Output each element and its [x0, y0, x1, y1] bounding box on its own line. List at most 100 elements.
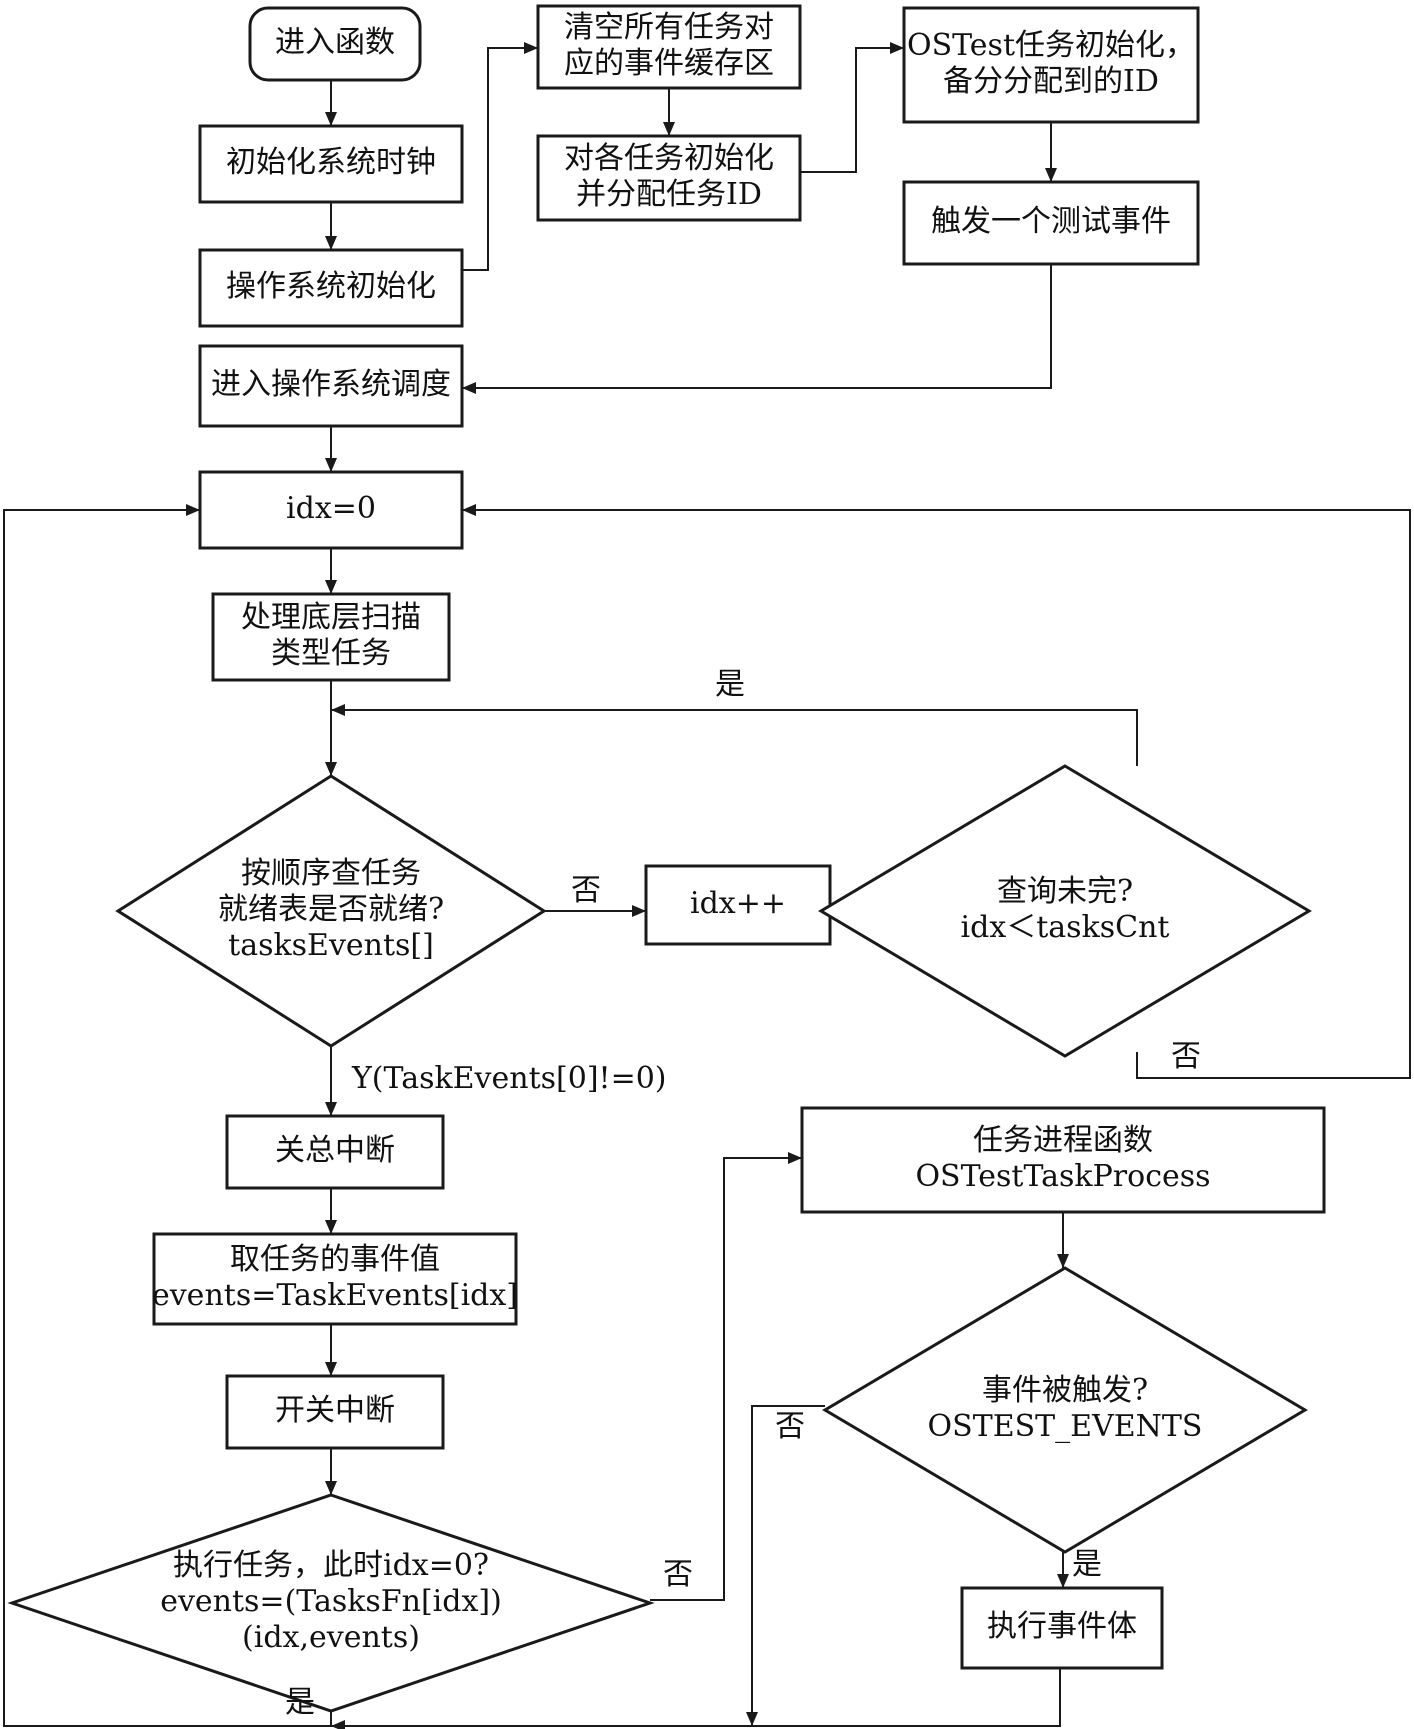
node-exec-task: 执行任务，此时idx=0?events=(TasksFn[idx])(idx,e… [7, 1493, 655, 1713]
process-box [536, 4, 802, 90]
terminal-box [248, 6, 422, 82]
edge-scan-to-check-arrowhead [325, 762, 337, 776]
node-label: 事件被触发? [982, 1373, 1148, 1408]
node-label: idx++ [690, 886, 786, 921]
node-label: tasksEvents[] [228, 928, 434, 963]
edge-idx-to-scan-arrowhead [325, 580, 337, 594]
edge-label-no-query: 否 [1171, 1039, 1201, 1074]
node-label: 清空所有任务对 [564, 10, 774, 45]
node-label: OSTest任务初始化， [907, 28, 1195, 63]
decision-diamond [818, 764, 1312, 1058]
edge-exec-no-to-process-arrowhead [788, 1152, 802, 1164]
process-box [902, 180, 1200, 266]
node-label: 进入操作系统调度 [211, 367, 451, 402]
edge-enable-to-exec-arrowhead [325, 1481, 337, 1495]
process-box [800, 1106, 1326, 1214]
node-label: idx=0 [286, 491, 376, 526]
node-query-done: 查询未完?idx＜tasksCnt [818, 764, 1312, 1058]
edge-label-yes-exec: 是 [285, 1685, 315, 1720]
edge-check-no-to-inc-arrowhead [632, 905, 646, 917]
edge-sched-to-idx-arrowhead [325, 458, 337, 472]
node-label: events=(TasksFn[idx]) [160, 1584, 502, 1619]
process-box [198, 248, 464, 328]
edge-event-no-to-bottom-arrowhead [746, 1712, 758, 1726]
node-label: 任务进程函数 [973, 1123, 1153, 1158]
node-enter-func: 进入函数 [248, 6, 422, 82]
edge-label-yes-loop: 是 [715, 667, 745, 702]
process-box [211, 592, 451, 682]
node-label: 就绪表是否就绪? [218, 892, 444, 927]
process-box [902, 6, 1200, 124]
edge-osinit-to-clear-arrowhead [524, 42, 538, 54]
node-label: events=TaskEvents[idx] [152, 1278, 518, 1313]
edge-bottom-loop-back-arrowhead [186, 504, 200, 516]
edge-query-yes-loop [331, 709, 1138, 766]
edge-label-no-exec: 否 [663, 1557, 693, 1592]
edge-label-no-event: 否 [775, 1409, 805, 1444]
node-label: 关总中断 [275, 1133, 395, 1168]
node-enter-sched: 进入操作系统调度 [198, 344, 464, 428]
node-label: 备分分配到的ID [943, 64, 1159, 99]
node-label: OSTestTaskProcess [915, 1159, 1210, 1194]
process-box [225, 1114, 445, 1190]
process-box [198, 470, 464, 550]
node-disable-int: 关总中断 [225, 1114, 445, 1190]
edge-query-no-loop-arrowhead [462, 504, 476, 516]
node-label: 触发一个测试事件 [931, 204, 1171, 239]
edge-get-to-enable-arrowhead [325, 1362, 337, 1376]
edge-event-yes-to-body-arrowhead [1057, 1574, 1069, 1588]
node-idx-zero: idx=0 [198, 470, 464, 550]
edge-ostest-to-trigger-arrowhead [1045, 168, 1057, 182]
process-box [960, 1586, 1164, 1670]
edge-query-yes-loop-arrowhead [331, 704, 345, 716]
process-box [198, 124, 464, 204]
node-label: 执行事件体 [987, 1609, 1137, 1644]
process-box [198, 344, 464, 428]
decision-diamond [822, 1266, 1308, 1554]
edge-body-to-bottom-arrowhead [331, 1720, 345, 1729]
edge-process-to-event-arrowhead [1057, 1254, 1069, 1268]
edge-inittasks-to-ostest-arrowhead [890, 42, 904, 54]
edge-exec-no-to-process [650, 1157, 802, 1601]
node-label: 操作系统初始化 [226, 269, 436, 304]
edge-check-yes-to-disable-arrowhead [325, 1102, 337, 1116]
process-box [644, 864, 832, 946]
process-box [225, 1374, 445, 1450]
edge-trigger-to-sched-arrowhead [462, 382, 476, 394]
node-event-triggered: 事件被触发?OSTEST_EVENTS [822, 1266, 1308, 1554]
edge-osinit-to-clear [462, 47, 538, 271]
node-os-init: 操作系统初始化 [198, 248, 464, 328]
edge-disable-to-get-arrowhead [325, 1220, 337, 1234]
process-box [536, 134, 802, 222]
node-label: 取任务的事件值 [230, 1242, 440, 1277]
node-label: OSTEST_EVENTS [928, 1409, 1203, 1444]
decision-diamond [115, 774, 547, 1048]
node-label: 类型任务 [271, 636, 391, 671]
edge-inittasks-to-ostest [800, 47, 904, 173]
edge-bottom-loop-back [3, 509, 331, 1727]
edge-trigger-to-sched [462, 264, 1052, 389]
node-label: 执行任务，此时idx=0? [173, 1548, 489, 1583]
edge-enter-to-clock-arrowhead [325, 112, 337, 126]
node-label: idx＜tasksCnt [961, 910, 1170, 945]
node-enable-int: 开关中断 [225, 1374, 445, 1450]
node-label: 应的事件缓存区 [564, 46, 774, 81]
edge-clock-to-osinit-arrowhead [325, 236, 337, 250]
node-label: (idx,events) [242, 1620, 420, 1655]
edge-label-y-condition: Y(TaskEvents[0]!=0) [351, 1061, 667, 1096]
node-idx-inc: idx++ [644, 864, 832, 946]
node-label: 对各任务初始化 [564, 141, 774, 176]
nodes-layer: 进入函数初始化系统时钟操作系统初始化清空所有任务对应的事件缓存区对各任务初始化并… [7, 4, 1326, 1713]
process-box [152, 1232, 518, 1326]
edge-label-yes-event: 是 [1072, 1547, 1102, 1582]
node-label: 按顺序查任务 [241, 856, 421, 891]
edge-clear-to-inittasks-arrowhead [663, 122, 675, 136]
edge-label-no-ready: 否 [571, 873, 601, 908]
